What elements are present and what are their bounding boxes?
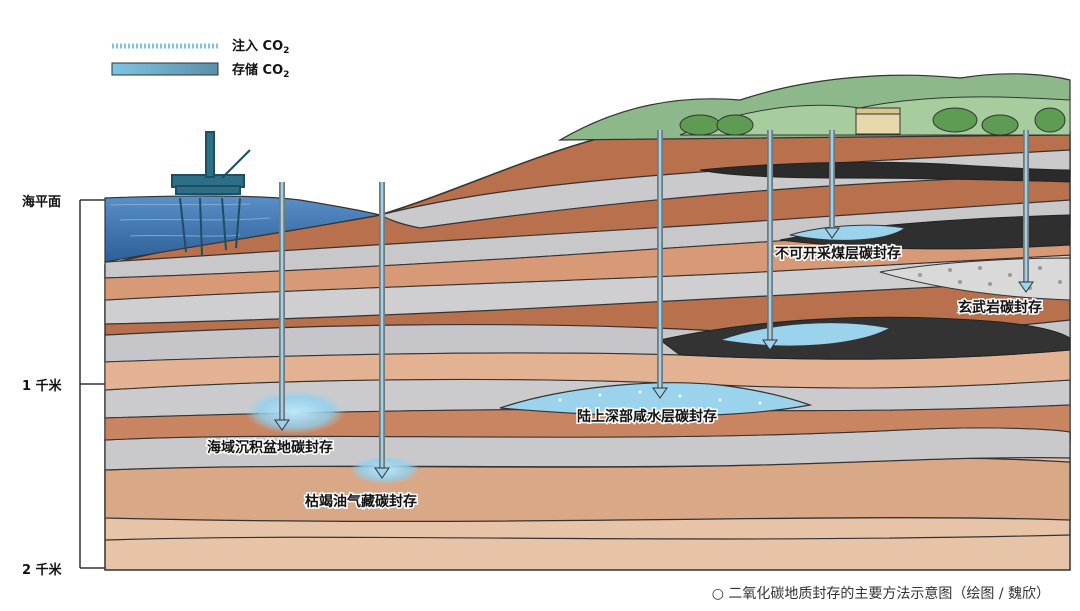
seabed-basin-store: [245, 390, 345, 434]
depth-scale: [79, 199, 105, 569]
tan-stratum-3: [104, 404, 1071, 441]
coal-seam-upper: [699, 161, 1071, 183]
depth-2km: 2 千米: [22, 562, 63, 578]
deep-saline-store: [499, 382, 813, 417]
label-basalt: 玄武岩碳封存: [958, 299, 1042, 316]
legend: 注入 CO2 存储 CO2: [111, 38, 289, 80]
label-deep-saline: 陆上深部咸水层碳封存: [577, 408, 717, 425]
label-seabed-basin: 海域沉积盆地碳封存: [207, 439, 333, 456]
legend-store-label: 存储 CO2: [232, 62, 289, 80]
well-arrows: [274, 227, 1034, 479]
sea: [104, 195, 381, 263]
offshore-platform-icon: [171, 131, 251, 256]
deep-sandy-stratum: [104, 457, 1071, 523]
tree-group-right: [932, 107, 1066, 136]
label-coal-seam: 不可开采煤层碳封存: [775, 245, 901, 262]
label-depleted-oil-gas: 枯竭油气藏碳封存: [305, 493, 417, 510]
coal-co2-store: [789, 224, 907, 241]
depth-1km: 1 千米: [22, 378, 63, 394]
deep-line: [104, 534, 1071, 541]
tree-group-left: [679, 114, 754, 136]
depth-sea-level: 海平面: [22, 194, 61, 210]
basalt-patch: [879, 257, 1071, 301]
legend-inject-label: 注入 CO2: [232, 38, 289, 56]
legend-store-icon: [111, 62, 219, 76]
tan-stratum-2: [104, 349, 1071, 391]
figure-caption: ○ 二氧化碳地质封存的主要方法示意图（绘图 / 魏欣）: [711, 586, 1050, 602]
building: [855, 107, 901, 135]
